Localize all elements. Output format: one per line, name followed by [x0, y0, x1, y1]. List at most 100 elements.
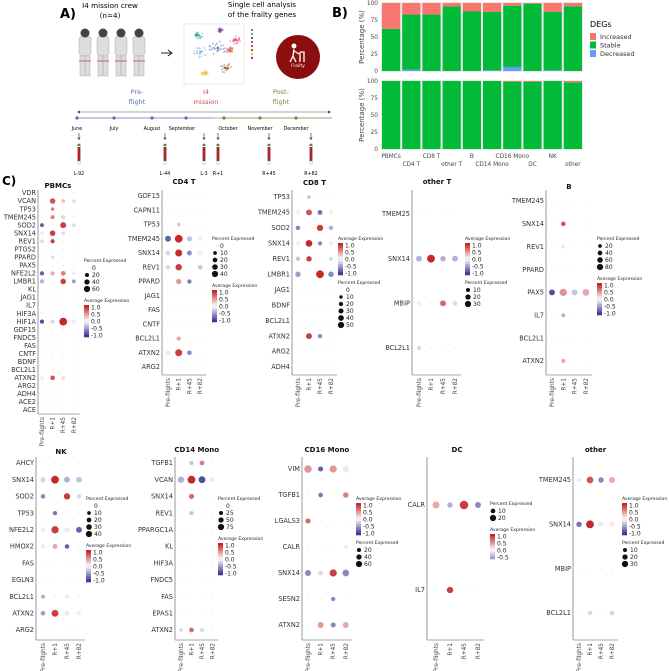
dot-background — [51, 369, 54, 371]
dot-background — [551, 337, 553, 339]
expression-dot — [52, 510, 58, 516]
gene-label: ADH4 — [17, 390, 36, 398]
size-legend-value: 40 — [605, 250, 613, 257]
color-legend-title: Average Expression — [622, 496, 667, 502]
color-legend-value: 0.5 — [497, 541, 507, 548]
tsne-cell-point — [219, 30, 221, 32]
tsne-cell-point — [235, 39, 237, 41]
dot-background — [188, 295, 191, 297]
dot-background — [78, 579, 80, 581]
gene-label: SOD2 — [15, 493, 34, 501]
month-marker — [294, 116, 298, 120]
expression-dot — [76, 611, 82, 616]
gene-label: BCL2L1 — [11, 366, 36, 374]
dot-background — [62, 336, 64, 339]
color-legend-title: Average Expression — [212, 283, 257, 289]
size-legend-value: 60 — [92, 286, 100, 293]
tsne-cell-point — [210, 47, 213, 49]
expression-dot — [296, 241, 300, 246]
panel-title: other T — [423, 178, 452, 186]
size-legend-value: 30 — [473, 301, 481, 308]
month-label: November — [248, 126, 273, 132]
tsne-cell-point — [224, 50, 226, 52]
expression-dot — [63, 493, 71, 500]
expression-dot — [582, 288, 590, 296]
dot-background — [332, 546, 334, 548]
bar-stable — [462, 81, 481, 149]
expression-dot — [330, 622, 336, 628]
month-marker — [184, 116, 188, 120]
color-bar-segment — [86, 568, 91, 572]
size-legend-dot — [83, 285, 91, 293]
size-legend-dot — [622, 554, 628, 560]
expression-dot — [71, 279, 76, 284]
tsne-cell-point — [199, 50, 202, 53]
tsne-cell-point — [228, 51, 231, 53]
size-legend-dot — [84, 279, 90, 285]
color-legend-value: -0.5 — [225, 564, 237, 571]
dot-background — [167, 323, 169, 325]
color-legend-value: 0.0 — [345, 257, 355, 264]
expression-dot — [40, 231, 44, 236]
color-legend-value: 0.0 — [219, 304, 229, 311]
color-bar-segment — [490, 552, 495, 556]
tsne-cell-point — [229, 46, 231, 48]
color-bar-segment — [490, 538, 495, 541]
expression-dot — [175, 264, 182, 271]
color-bar-segment — [218, 564, 223, 568]
dot-background — [41, 304, 43, 307]
gene-label: TP53 — [19, 205, 36, 213]
bar-decreased — [503, 66, 522, 71]
tsne-cell-point — [195, 47, 198, 49]
gene-label: TMEM245 — [257, 209, 290, 217]
blood-tube-cap — [163, 144, 167, 146]
gene-label: ACE — [23, 406, 36, 414]
expression-dot — [432, 501, 440, 509]
size-legend-title: Percent Expressed — [356, 540, 399, 546]
expression-dot — [60, 278, 66, 285]
size-legend-value: 0 — [220, 243, 224, 250]
expression-dot — [295, 256, 301, 261]
color-bar-segment — [597, 309, 602, 313]
dot-background — [78, 545, 80, 548]
size-legend-value: 10 — [630, 547, 638, 554]
color-legend-value: -1.0 — [472, 271, 484, 278]
dot-background — [178, 309, 180, 311]
color-legend-value: 0.0 — [497, 548, 507, 555]
expression-dot — [342, 569, 350, 577]
dot-background — [190, 612, 193, 614]
color-bar-segment — [218, 559, 223, 562]
astronaut-leg — [133, 55, 139, 77]
gene-label: EPAS1 — [152, 610, 173, 618]
dot-background — [319, 258, 321, 260]
x-tick-label: R+1 — [51, 417, 57, 430]
dot-background — [78, 462, 80, 464]
dot-background — [54, 495, 56, 498]
expression-dot — [343, 492, 349, 498]
dot-background — [297, 350, 299, 353]
dot-background — [190, 545, 193, 548]
size-legend-value: 20 — [498, 515, 506, 522]
tsne-cell-point — [225, 50, 228, 52]
bar-stable — [402, 14, 421, 70]
expression-dot — [576, 521, 582, 528]
dot-background — [573, 314, 576, 316]
tsne-cell-point — [228, 48, 230, 50]
color-bar-segment — [356, 524, 361, 528]
gene-label: KL — [165, 543, 173, 551]
dot-background — [62, 393, 64, 395]
tsne-cell-point — [196, 34, 199, 36]
dot-background — [308, 304, 310, 306]
dot-background — [551, 200, 553, 202]
bar-stable — [402, 81, 421, 149]
gene-label: SOD2 — [271, 224, 290, 232]
dot-background — [585, 223, 587, 225]
expression-dot — [576, 477, 582, 483]
dot-background — [73, 248, 75, 250]
tsne-cell-point — [226, 67, 229, 69]
dot-background — [51, 328, 54, 331]
expression-dot — [61, 376, 65, 380]
size-legend-dot — [84, 272, 90, 278]
